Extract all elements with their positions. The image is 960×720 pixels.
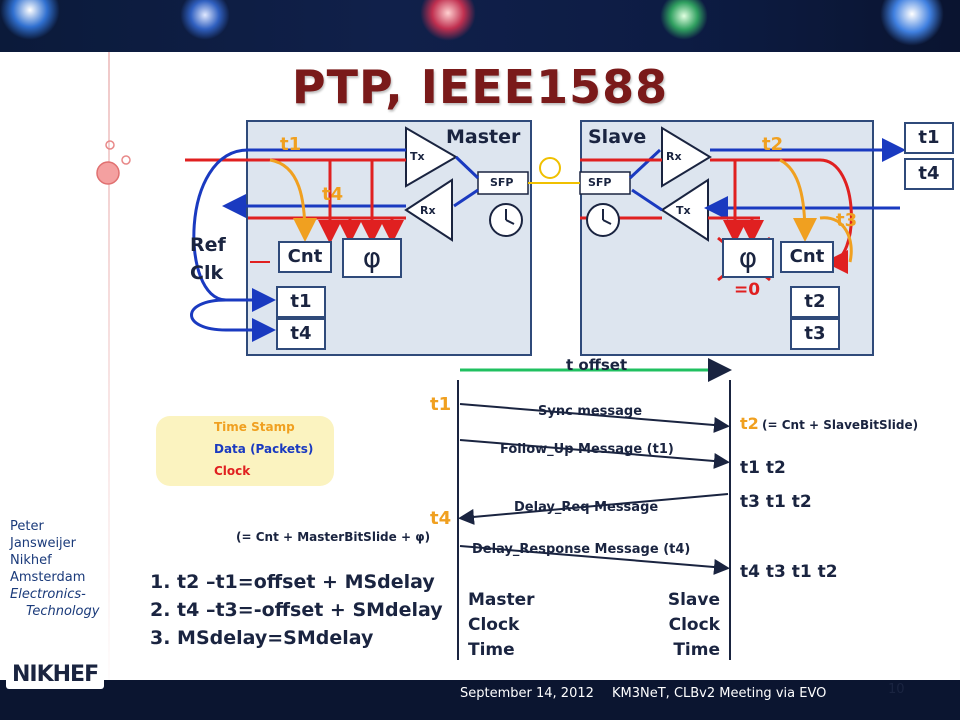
legend-timestamp: Time Stamp <box>214 420 295 434</box>
decorative-circles <box>96 140 131 185</box>
author-sidebar: Peter Jansweijer Nikhef Amsterdam Electr… <box>10 519 100 619</box>
clk-label: Clk <box>190 262 224 284</box>
equation-3: 3. MSdelay=SMdelay <box>150 627 374 649</box>
master-rx-label: Rx <box>420 204 436 217</box>
equation-1: 1. t2 –t1=offset + MSdelay <box>150 571 435 593</box>
timing-left-t4: t4 <box>430 508 452 529</box>
slave-clock-icon <box>586 203 620 237</box>
timing-left-t1: t1 <box>430 394 452 415</box>
slave-zero-label: =0 <box>734 280 761 300</box>
footer-date: September 14, 2012 <box>460 686 594 701</box>
slave-reg-t2: t2 <box>790 286 840 318</box>
legend: Time Stamp Data (Packets) Clock <box>156 416 334 486</box>
master-reg-t1: t1 <box>276 286 326 318</box>
right-t2-note: (= Cnt + SlaveBitSlide) <box>762 418 919 432</box>
page-title: PTP, IEEE1588 <box>291 60 669 114</box>
delay-resp-message: Delay_Response Message (t4) <box>472 542 691 557</box>
master-phi: φ <box>342 238 402 278</box>
slave-t2-label: t2 <box>762 134 784 155</box>
master-rx-amp <box>404 178 453 242</box>
slave-reg-t3: t3 <box>790 318 840 350</box>
sync-message: Sync message <box>538 404 643 419</box>
ref-label: Ref <box>190 234 226 256</box>
master-clock-icon <box>489 203 523 237</box>
right-t4t3t1t2: t4 t3 t1 t2 <box>740 562 838 582</box>
slave-rx-amp <box>661 126 712 188</box>
master-cnt: Cnt <box>278 241 332 273</box>
right-t2: t2 <box>740 414 759 433</box>
followup-message: Follow_Up Message (t1) <box>500 442 674 457</box>
right-t1t2: t1 t2 <box>740 458 786 478</box>
decorative-line <box>108 52 110 720</box>
legend-clock: Clock <box>214 464 251 478</box>
right-t3t1t2: t3 t1 t2 <box>740 492 812 512</box>
footer-event: KM3NeT, CLBv2 Meeting via EVO <box>612 686 827 701</box>
legend-data: Data (Packets) <box>214 442 314 456</box>
slave-cnt: Cnt <box>780 241 834 273</box>
footer-band <box>0 680 960 720</box>
delay-req-message: Delay_Req Message <box>514 500 659 515</box>
slave-out-t4: t4 <box>904 158 954 190</box>
slave-t3-label: t3 <box>836 210 858 231</box>
master-t1-label: t1 <box>280 134 302 155</box>
master-tx-label: Tx <box>410 150 425 163</box>
master-sfp-label: SFP <box>490 176 514 189</box>
master-t4-label: t4 <box>322 184 344 205</box>
master-reg-t4: t4 <box>276 318 326 350</box>
master-note: (= Cnt + MasterBitSlide + φ) <box>236 530 431 544</box>
header-band <box>0 0 960 52</box>
slave-rx-label: Rx <box>666 150 682 163</box>
slave-tx-label: Tx <box>676 204 691 217</box>
slave-label: Slave <box>588 126 647 148</box>
master-tx-amp <box>405 126 458 188</box>
slave-phi: φ <box>722 238 774 278</box>
equations: 1. t2 –t1=offset + MSdelay 2. t4 –t3=-of… <box>150 568 443 652</box>
master-label: Master <box>446 126 521 148</box>
equation-2: 2. t4 –t3=-offset + SMdelay <box>150 599 443 621</box>
slave-sfp-label: SFP <box>588 176 612 189</box>
offset-label: t offset <box>566 356 628 374</box>
page-number: 10 <box>888 682 905 697</box>
nikhef-logo: NIKHEF <box>6 660 105 689</box>
slave-out-t1: t1 <box>904 122 954 154</box>
